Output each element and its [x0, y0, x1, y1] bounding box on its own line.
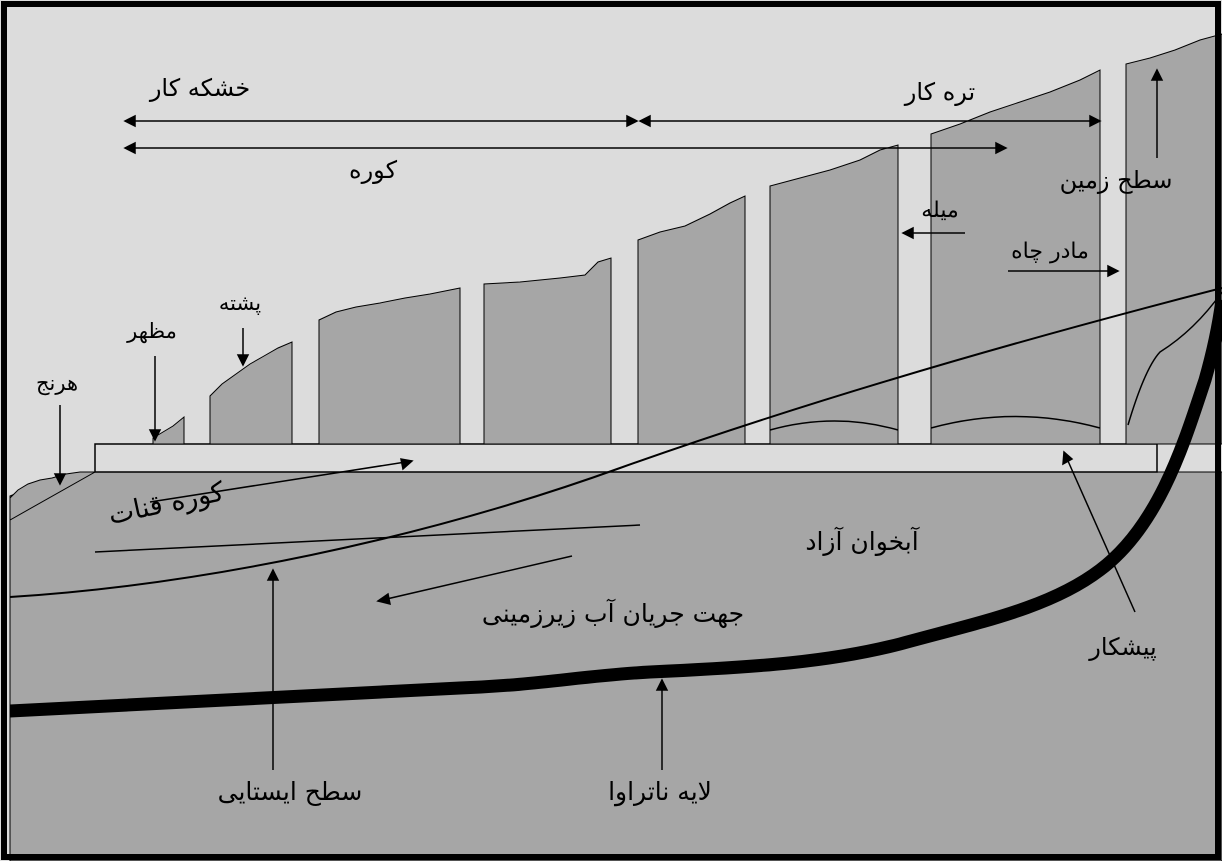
label-shaft: میله [921, 198, 959, 223]
soil-block-5 [637, 195, 746, 445]
soil-blocks [152, 33, 1222, 445]
label-groundwater-flow: جهت جریان آب زیرزمینی [482, 598, 744, 629]
label-outlet: مظهر [126, 319, 177, 343]
label-mother-well: مادر چاه [1011, 239, 1089, 264]
soil-block-7 [930, 69, 1101, 445]
pishkar-pointer [1063, 451, 1136, 613]
soil-block-6 [769, 144, 899, 445]
label-gallery: کوره [349, 156, 398, 184]
soil-block-8 [1125, 33, 1222, 445]
label-pishkar: پیشکار [1088, 633, 1157, 661]
gallery-slope-line [94, 524, 641, 553]
label-spoil-mound: پشته [219, 291, 261, 315]
label-ground-surface: سطح زمین [1060, 166, 1173, 194]
label-impermeable-layer: لایه ناتراوا [608, 777, 712, 807]
label-dry-section: خشکه کار [149, 74, 250, 102]
soil-block-1 [152, 415, 185, 445]
water-table-line [9, 287, 1222, 598]
label-free-aquifer: آبخوان آزاد [805, 526, 919, 556]
arrows [53, 68, 1164, 770]
soil-block-4 [483, 257, 612, 445]
label-water-table: سطح ایستایی [218, 777, 363, 807]
impermeable-layer-line [9, 299, 1222, 718]
labels: خشکه کار تره کار کوره سطح زمین میله مادر… [36, 74, 1172, 807]
label-harnaj: هرنج [36, 371, 78, 395]
qanat-gallery-channel [94, 443, 1158, 473]
soil-block-3 [318, 287, 461, 445]
groundwater-flow-arrow [377, 555, 573, 602]
gallery-flow-arrow [149, 460, 413, 503]
drawdown-curves [769, 291, 1222, 431]
label-wet-section: تره کار [904, 78, 975, 106]
soil-block-2 [209, 341, 293, 445]
